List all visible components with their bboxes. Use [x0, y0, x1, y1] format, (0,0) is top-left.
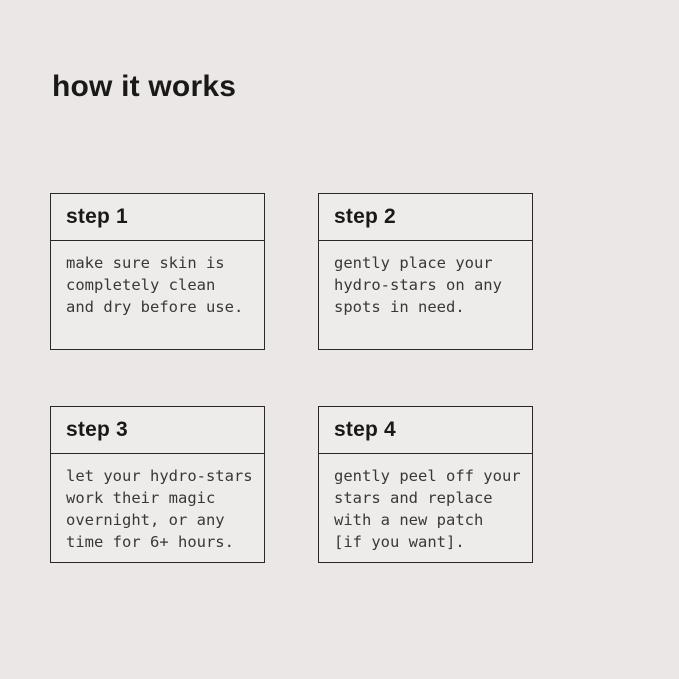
page-title: how it works: [52, 70, 237, 103]
step-card: step 4 gently peel off your stars and rep…: [318, 406, 533, 563]
step-label: step 3: [66, 418, 128, 441]
step-description-line: with a new patch: [334, 511, 484, 529]
step-description-line: overnight, or any: [66, 511, 225, 529]
step-description-line: [if you want].: [334, 533, 465, 551]
step-card-header: step 4: [319, 407, 532, 454]
step-description-line: make sure skin is: [66, 254, 225, 272]
step-description-line: gently place your: [334, 254, 493, 272]
step-card-header: step 3: [51, 407, 264, 454]
step-card-header: step 1: [51, 194, 264, 241]
step-description-line: spots in need.: [334, 298, 465, 316]
step-card-header: step 2: [319, 194, 532, 241]
steps-grid: step 1 make sure skin is completely clean…: [50, 193, 533, 563]
step-label: step 4: [334, 418, 396, 441]
step-label: step 2: [334, 205, 396, 228]
step-description: let your hydro-stars work their magic over…: [51, 454, 264, 553]
step-label: step 1: [66, 205, 128, 228]
step-description-line: time for 6+ hours.: [66, 533, 234, 551]
step-description: make sure skin is completely clean and dry…: [51, 241, 264, 318]
step-description-line: gently peel off your: [334, 467, 521, 485]
step-description-line: stars and replace: [334, 489, 493, 507]
step-card: step 3 let your hydro-stars work their ma…: [50, 406, 265, 563]
step-card: step 2 gently place your hydro-stars on a…: [318, 193, 533, 350]
step-description: gently peel off your stars and replace wit…: [319, 454, 532, 553]
step-description-line: completely clean: [66, 276, 216, 294]
step-card: step 1 make sure skin is completely clean…: [50, 193, 265, 350]
step-description: gently place your hydro-stars on any spots…: [319, 241, 532, 318]
step-description-line: and dry before use.: [66, 298, 244, 316]
step-description-line: work their magic: [66, 489, 216, 507]
step-description-line: let your hydro-stars: [66, 467, 253, 485]
step-description-line: hydro-stars on any: [334, 276, 502, 294]
